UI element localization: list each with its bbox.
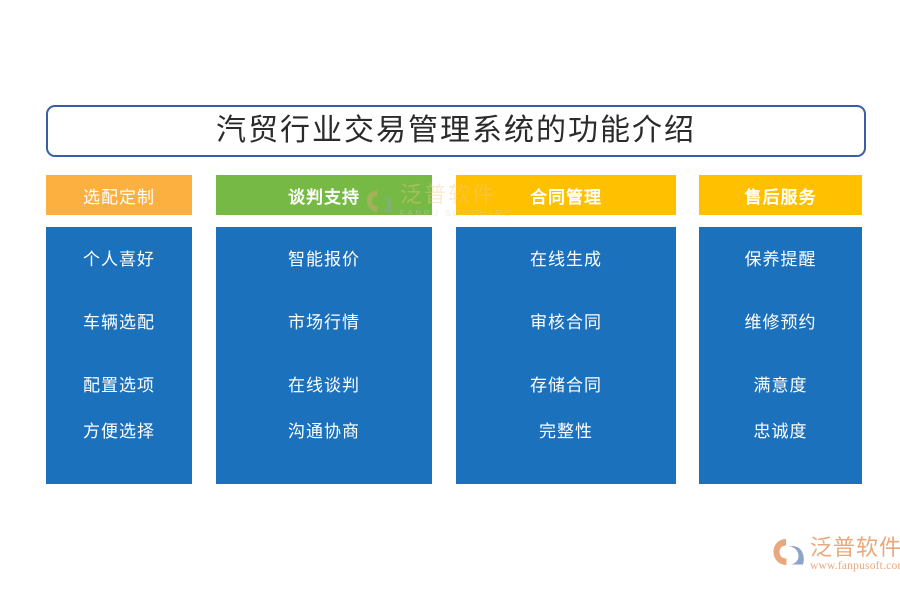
column-3-header-label: 合同管理 (530, 187, 602, 207)
list-item[interactable]: 审核合同 (530, 313, 602, 332)
fanpu-logo-icon (772, 537, 806, 567)
list-item[interactable]: 在线生成 (530, 250, 602, 269)
list-item[interactable]: 市场行情 (288, 313, 360, 332)
list-item[interactable]: 个人喜好 (83, 250, 155, 269)
column-1-header-label: 选配定制 (83, 187, 155, 207)
list-item[interactable]: 完整性 (539, 422, 593, 441)
list-item[interactable]: 满意度 (753, 376, 808, 395)
column-2-header[interactable]: 谈判支持 (216, 175, 432, 215)
logo-url[interactable]: www.fanpusoft.com (810, 560, 900, 572)
column-4-body: 保养提醒 维修预约 满意度 忠诚度 (699, 227, 862, 484)
list-item[interactable]: 存储合同 (530, 376, 602, 395)
list-item[interactable]: 智能报价 (288, 250, 360, 269)
column-3-header[interactable]: 合同管理 (456, 175, 676, 215)
logo-text-group: 泛普软件 www.fanpusoft.com (810, 536, 900, 573)
column-1-header[interactable]: 选配定制 (46, 175, 192, 215)
list-item[interactable]: 方便选择 (83, 422, 155, 441)
list-item[interactable]: 车辆选配 (83, 313, 155, 332)
list-item[interactable]: 维修预约 (744, 313, 817, 332)
column-3: 合同管理 在线生成 审核合同 存储合同 完整性 (456, 175, 676, 484)
column-2-header-label: 谈判支持 (288, 187, 360, 207)
column-2-body: 智能报价 市场行情 在线谈判 沟通协商 (216, 227, 432, 484)
list-item[interactable]: 沟通协商 (288, 422, 360, 441)
column-4-header-label: 售后服务 (744, 187, 817, 207)
list-item[interactable]: 在线谈判 (288, 376, 360, 395)
column-1-body: 个人喜好 车辆选配 配置选项 方便选择 (46, 227, 192, 484)
column-4: 售后服务 保养提醒 维修预约 满意度 忠诚度 (699, 175, 862, 484)
title-box: 汽贸行业交易管理系统的功能介绍 (46, 105, 866, 157)
list-item[interactable]: 保养提醒 (744, 250, 817, 269)
column-2: 谈判支持 智能报价 市场行情 在线谈判 沟通协商 (216, 175, 432, 484)
corner-logo: 泛普软件 www.fanpusoft.com (772, 536, 900, 573)
logo-brand-cn: 泛普软件 (810, 535, 900, 560)
list-item[interactable]: 忠诚度 (753, 422, 808, 441)
page-title: 汽贸行业交易管理系统的功能介绍 (216, 114, 696, 147)
column-4-header[interactable]: 售后服务 (699, 175, 862, 215)
list-item[interactable]: 配置选项 (83, 376, 155, 395)
column-3-body: 在线生成 审核合同 存储合同 完整性 (456, 227, 676, 484)
column-1: 选配定制 个人喜好 车辆选配 配置选项 方便选择 (46, 175, 192, 484)
